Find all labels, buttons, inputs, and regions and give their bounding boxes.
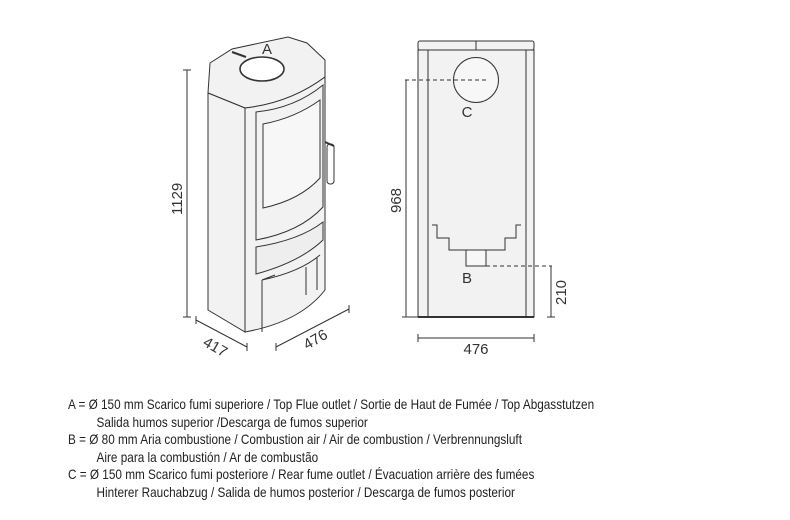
handle-mount	[324, 141, 335, 147]
height-dim-1129: 1129	[169, 183, 186, 215]
log-store-inner	[305, 258, 318, 295]
height-dim-968: 968	[388, 188, 405, 213]
width-dim-476-front: 476	[301, 326, 331, 353]
height-dim-210: 210	[553, 280, 570, 305]
label-a: A	[262, 41, 272, 58]
front-dimensions	[183, 69, 350, 351]
rear-dimensions	[402, 79, 555, 342]
log-store	[261, 254, 321, 332]
door-handle-icon	[326, 143, 335, 185]
legend-c-line1: C = Ø 150 mm Scarico fumi posteriore / R…	[68, 466, 535, 483]
legend: A = Ø 150 mm Scarico fumi superiore / To…	[68, 396, 694, 502]
door-glass	[262, 99, 321, 209]
top-seam	[231, 51, 247, 58]
width-dim-476-rear: 476	[463, 341, 488, 358]
rear-view	[417, 40, 535, 318]
flue-outlet-a	[239, 56, 285, 82]
front-view: A	[207, 36, 335, 333]
label-c: C	[462, 104, 473, 121]
door-frame	[255, 83, 324, 241]
lower-panel	[255, 220, 324, 275]
depth-dim-417: 417	[200, 334, 230, 361]
legend-c-line2: Hinterer Rauchabzug / Salida de humos po…	[96, 483, 515, 500]
label-b: B	[462, 270, 472, 287]
legend-a-line2: Salida humos superior /Descarga de fumos…	[96, 413, 368, 430]
legend-b-line1: B = Ø 80 mm Aria combustione / Combustio…	[68, 431, 522, 448]
stove-left-side	[207, 92, 246, 333]
legend-b-line2: Aire para la combustión / Ar de combustã…	[96, 448, 319, 465]
legend-a-line1: A = Ø 150 mm Scarico fumi superiore / To…	[68, 396, 595, 412]
air-inlet-b	[465, 249, 487, 267]
